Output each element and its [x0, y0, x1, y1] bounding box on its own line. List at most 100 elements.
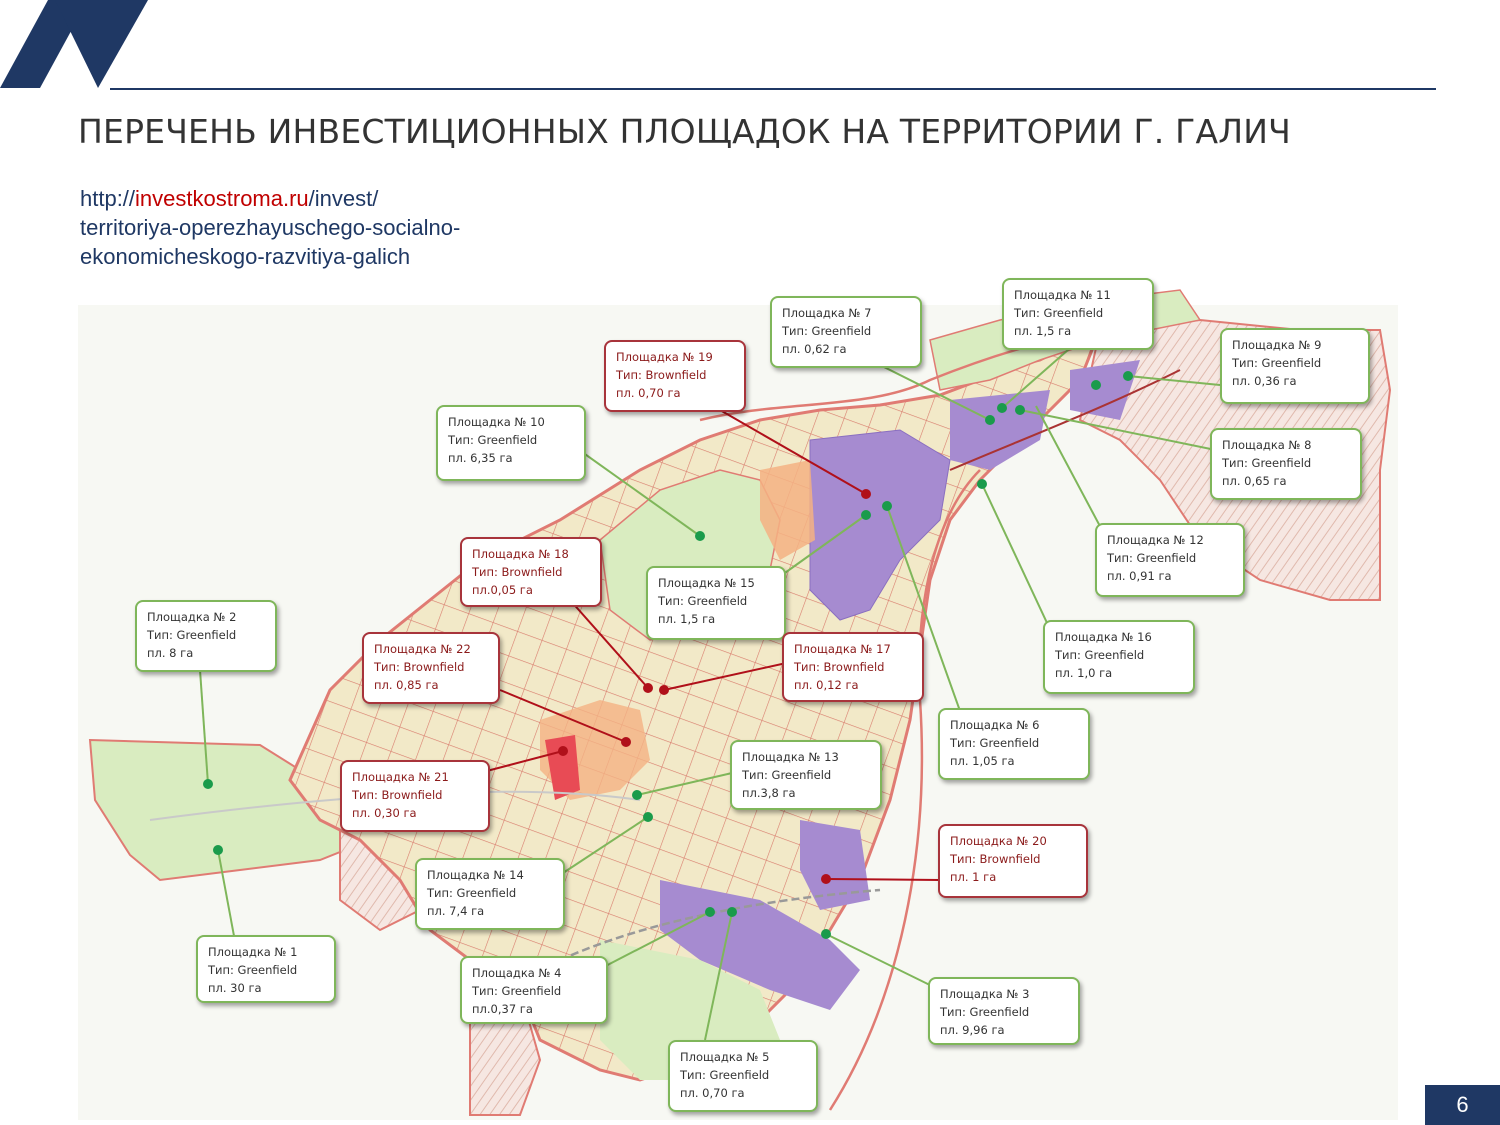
callout-site-2[interactable]: Площадка № 2 Тип: Greenfield пл. 8 га [135, 600, 277, 672]
site-type: Тип: Greenfield [680, 1068, 770, 1082]
marker-site-9 [1123, 371, 1133, 381]
site-type: Тип: Brownfield [472, 565, 563, 579]
header-rule [110, 88, 1436, 90]
marker-site-20 [821, 874, 831, 884]
site-number: Площадка № 21 [352, 770, 449, 784]
site-type: Тип: Greenfield [1055, 648, 1145, 662]
site-area: пл. 0,85 га [374, 678, 439, 692]
site-type: Тип: Greenfield [1107, 551, 1197, 565]
callout-site-15[interactable]: Площадка № 15 Тип: Greenfield пл. 1,5 га [646, 566, 786, 640]
site-area: пл. 0,70 га [616, 386, 681, 400]
site-area: пл. 0,65 га [1222, 474, 1287, 488]
marker-site-22 [621, 737, 631, 747]
callout-site-1[interactable]: Площадка № 1 Тип: Greenfield пл. 30 га [196, 935, 336, 1003]
callout-site-22[interactable]: Площадка № 22 Тип: Brownfield пл. 0,85 г… [362, 632, 500, 704]
site-area: пл. 0,30 га [352, 806, 417, 820]
site-type: Тип: Greenfield [940, 1005, 1030, 1019]
page-title: ПЕРЕЧЕНЬ ИНВЕСТИЦИОННЫХ ПЛОЩАДОК НА ТЕРР… [78, 112, 1291, 151]
site-number: Площадка № 22 [374, 642, 471, 656]
callout-site-19[interactable]: Площадка № 19 Тип: Brownfield пл. 0,70 г… [604, 340, 746, 412]
site-type: Тип: Brownfield [352, 788, 443, 802]
site-type: Тип: Greenfield [782, 324, 872, 338]
callout-site-5[interactable]: Площадка № 5 Тип: Greenfield пл. 0,70 га [668, 1040, 818, 1112]
callout-site-9[interactable]: Площадка № 9 Тип: Greenfield пл. 0,36 га [1220, 328, 1370, 404]
site-number: Площадка № 10 [448, 415, 545, 429]
marker-site-5 [727, 907, 737, 917]
marker-site-7 [985, 415, 995, 425]
site-area: пл. 1,0 га [1055, 666, 1113, 680]
url-path: /invest/ [308, 186, 379, 211]
site-number: Площадка № 12 [1107, 533, 1204, 547]
callout-site-8[interactable]: Площадка № 8 Тип: Greenfield пл. 0,65 га [1210, 428, 1362, 500]
site-number: Площадка № 17 [794, 642, 891, 656]
site-area: пл.3,8 га [742, 786, 796, 800]
callout-site-4[interactable]: Площадка № 4 Тип: Greenfield пл.0,37 га [460, 956, 608, 1024]
logo-icon [0, 0, 148, 88]
callout-site-13[interactable]: Площадка № 13 Тип: Greenfield пл.3,8 га [730, 740, 882, 810]
callout-site-21[interactable]: Площадка № 21 Тип: Brownfield пл. 0,30 г… [340, 760, 490, 832]
page-number: 6 [1425, 1085, 1500, 1125]
site-number: Площадка № 2 [147, 610, 237, 624]
marker-site-19 [861, 489, 871, 499]
site-type: Тип: Brownfield [374, 660, 465, 674]
site-type: Тип: Greenfield [448, 433, 538, 447]
marker-site-21 [558, 746, 568, 756]
site-area: пл. 1,5 га [1014, 324, 1072, 338]
site-number: Площадка № 9 [1232, 338, 1322, 352]
callout-site-10[interactable]: Площадка № 10 Тип: Greenfield пл. 6,35 г… [436, 405, 586, 481]
site-number: Площадка № 4 [472, 966, 562, 980]
site-type: Тип: Greenfield [1222, 456, 1312, 470]
site-number: Площадка № 16 [1055, 630, 1152, 644]
site-type: Тип: Brownfield [794, 660, 885, 674]
site-area: пл. 7,4 га [427, 904, 485, 918]
marker-site-8 [1015, 405, 1025, 415]
site-area: пл. 1,5 га [658, 612, 716, 626]
site-number: Площадка № 19 [616, 350, 713, 364]
site-area: пл.0,37 га [472, 1002, 533, 1016]
site-area: пл. 0,91 га [1107, 569, 1172, 583]
site-type: Тип: Greenfield [147, 628, 237, 642]
site-type: Тип: Greenfield [1232, 356, 1322, 370]
site-area: пл. 1 га [950, 870, 997, 884]
marker-site-12 [1091, 380, 1101, 390]
callout-site-11[interactable]: Площадка № 11 Тип: Greenfield пл. 1,5 га [1002, 278, 1154, 350]
marker-site-4 [705, 907, 715, 917]
site-number: Площадка № 1 [208, 945, 298, 959]
site-area: пл. 8 га [147, 646, 194, 660]
marker-site-11 [997, 403, 1007, 413]
url-line-3: ekonomicheskogo-razvitiya-galich [80, 244, 411, 269]
callout-site-6[interactable]: Площадка № 6 Тип: Greenfield пл. 1,05 га [938, 708, 1090, 780]
site-number: Площадка № 13 [742, 750, 839, 764]
callout-site-14[interactable]: Площадка № 14 Тип: Greenfield пл. 7,4 га [415, 858, 565, 930]
site-area: пл. 0,70 га [680, 1086, 745, 1100]
site-number: Площадка № 3 [940, 987, 1030, 1001]
site-type: Тип: Greenfield [208, 963, 298, 977]
source-url[interactable]: http://investkostroma.ru/invest/ territo… [80, 184, 460, 271]
marker-site-13 [632, 790, 642, 800]
url-line-2: territoriya-operezhayuschego-socialno- [80, 215, 461, 240]
marker-site-3 [821, 929, 831, 939]
marker-site-2 [203, 779, 213, 789]
marker-site-1 [213, 845, 223, 855]
marker-site-14 [643, 812, 653, 822]
site-number: Площадка № 11 [1014, 288, 1111, 302]
site-number: Площадка № 6 [950, 718, 1040, 732]
site-area: пл. 0,62 га [782, 342, 847, 356]
site-type: Тип: Greenfield [472, 984, 562, 998]
url-prefix: http:// [80, 186, 136, 211]
callout-site-16[interactable]: Площадка № 16 Тип: Greenfield пл. 1,0 га [1043, 620, 1195, 694]
site-type: Тип: Greenfield [742, 768, 832, 782]
site-area: пл. 0,36 га [1232, 374, 1297, 388]
callout-site-3[interactable]: Площадка № 3 Тип: Greenfield пл. 9,96 га [928, 977, 1080, 1045]
url-domain: investkostroma.ru [135, 186, 309, 211]
site-number: Площадка № 7 [782, 306, 872, 320]
site-number: Площадка № 8 [1222, 438, 1312, 452]
site-area: пл.0,05 га [472, 583, 533, 597]
site-number: Площадка № 18 [472, 547, 569, 561]
callout-site-7[interactable]: Площадка № 7 Тип: Greenfield пл. 0,62 га [770, 296, 922, 368]
callout-site-18[interactable]: Площадка № 18 Тип: Brownfield пл.0,05 га [460, 537, 602, 607]
site-number: Площадка № 15 [658, 576, 755, 590]
callout-site-17[interactable]: Площадка № 17 Тип: Brownfield пл. 0,12 г… [782, 632, 924, 702]
callout-site-12[interactable]: Площадка № 12 Тип: Greenfield пл. 0,91 г… [1095, 523, 1245, 597]
callout-site-20[interactable]: Площадка № 20 Тип: Brownfield пл. 1 га [938, 824, 1088, 898]
